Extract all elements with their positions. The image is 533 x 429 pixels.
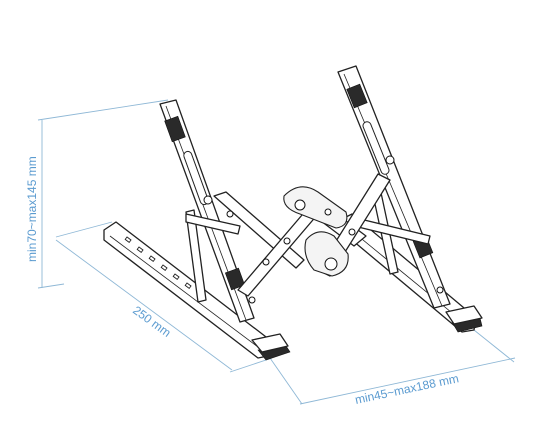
- left-upper-pad: [164, 115, 186, 143]
- height-dimension-label: min70~max145 mm: [25, 156, 39, 262]
- left-support-arm: [159, 99, 256, 323]
- scissor-linkage: [213, 173, 391, 297]
- upper-pivot-plate: [283, 186, 348, 229]
- width-dimension: min45~max188 mm: [269, 329, 516, 407]
- left-rear-strut: [185, 209, 241, 303]
- height-dimension: min70~max145 mm: [25, 99, 169, 289]
- base-adjustment-holes: [124, 236, 192, 290]
- left-lower-pad: [224, 267, 246, 291]
- width-dimension-label: min45~max188 mm: [354, 371, 460, 407]
- lower-pivot-screw: [324, 257, 338, 271]
- right-arm-slot: [362, 121, 390, 175]
- left-arm-slot: [183, 150, 209, 206]
- right-upper-pad: [346, 83, 368, 109]
- upper-pivot-screw: [294, 199, 306, 211]
- left-base-rail: [103, 221, 291, 361]
